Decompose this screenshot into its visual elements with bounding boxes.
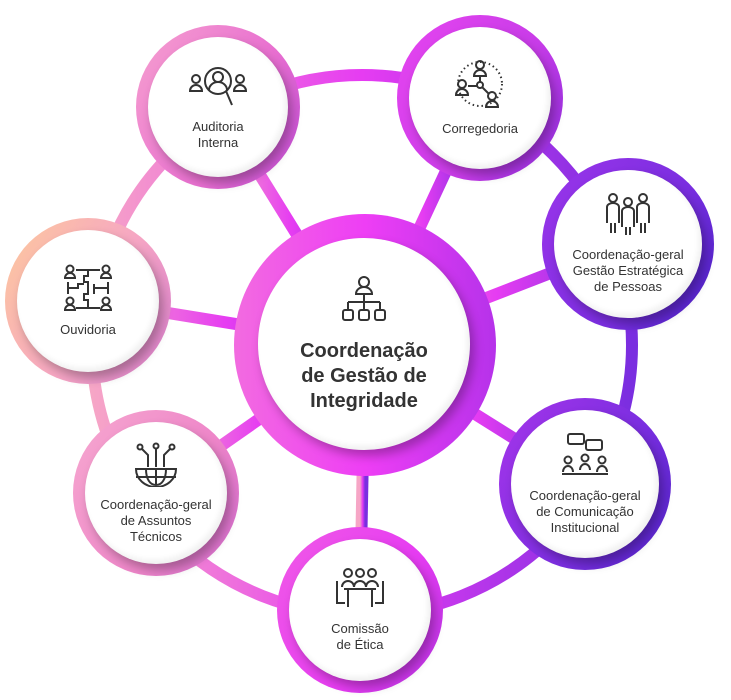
node-label: Coordenação-geral de Assuntos Técnicos (100, 497, 212, 544)
center-node: Coordenação de Gestão de Integridade (234, 214, 496, 476)
node-comunicacao[interactable]: Coordenação-geral de Comunicação Institu… (499, 398, 671, 570)
meeting-chat-icon (560, 432, 610, 478)
node-comissao-etica[interactable]: Comissão de Ética (277, 527, 443, 693)
node-ouvidoria[interactable]: Ouvidoria (5, 218, 171, 384)
node-label: Coordenação-geral de Comunicação Institu… (529, 488, 641, 535)
node-auditoria-interna[interactable]: Auditoria Interna (136, 25, 300, 189)
node-corregedoria[interactable]: Corregedoria (397, 15, 563, 181)
audit-search-people-icon (188, 63, 248, 111)
org-chart-icon (340, 275, 388, 325)
network-people-icon (452, 59, 508, 111)
node-label: Comissão de Ética (331, 621, 389, 652)
node-label: Coordenação-geral Gestão Estratégica de … (572, 247, 684, 294)
table-meeting-icon (334, 567, 386, 609)
node-label: Auditoria Interna (192, 119, 244, 150)
group-people-icon (603, 193, 653, 237)
node-gestao-pessoas[interactable]: Coordenação-geral Gestão Estratégica de … (542, 158, 714, 330)
node-assuntos-tecnicos[interactable]: Coordenação-geral de Assuntos Técnicos (73, 410, 239, 576)
center-label: Coordenação de Gestão de Integridade (300, 339, 428, 412)
node-label: Corregedoria (442, 121, 518, 136)
node-label: Ouvidoria (60, 322, 116, 337)
puzzle-people-icon (64, 264, 112, 312)
globe-circuit-icon (132, 441, 180, 487)
